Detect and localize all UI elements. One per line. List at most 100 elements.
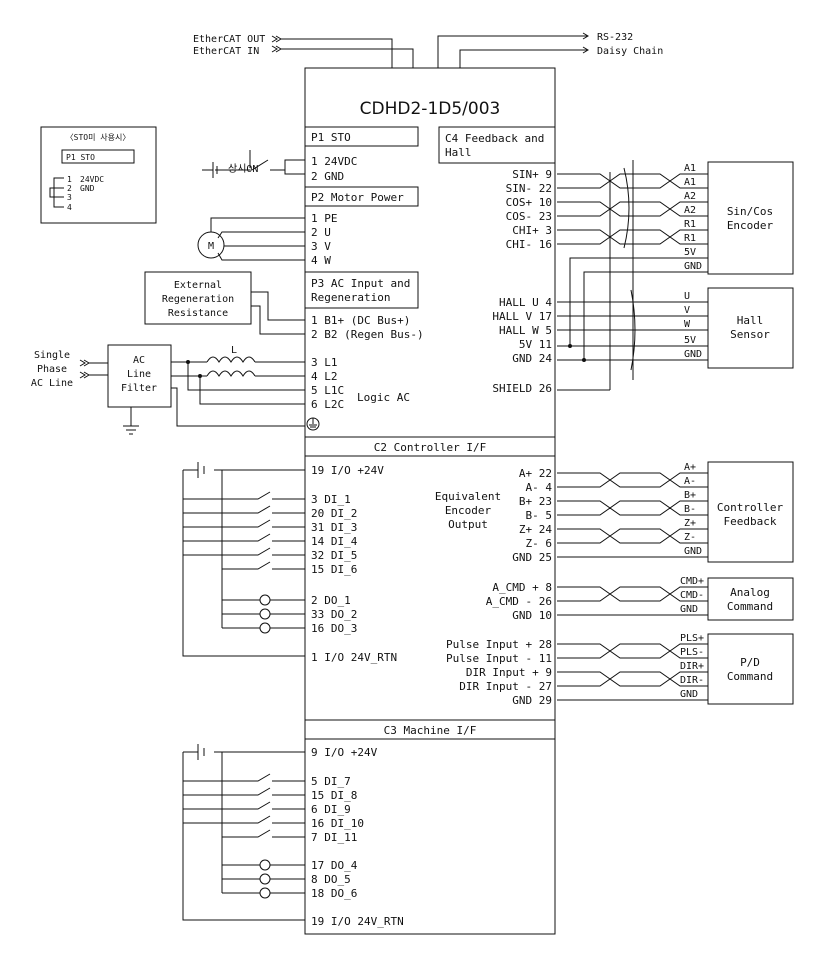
c2-dir-plus: DIR Input + 9: [466, 666, 552, 679]
analog-command-box: [707, 577, 794, 621]
p3-pin6: 6 L2C: [311, 398, 344, 411]
hall-wire-v: V: [684, 305, 690, 316]
c4-header-box: [438, 126, 556, 164]
ac-line-input: [79, 359, 108, 379]
sto-note-pin1: 1: [67, 175, 72, 184]
mains-wires: [187, 361, 305, 405]
analog-wire-cmd-minus: CMD-: [680, 590, 704, 601]
p3-pin3: 3 L1: [311, 356, 338, 369]
ac-filter-l2: Line: [127, 369, 151, 380]
motor-label: M: [208, 241, 214, 252]
c2-do3: 16 DO_3: [311, 622, 357, 635]
rs232-wire: [437, 32, 589, 68]
c3-rtn: 19 I/O 24V_RTN: [311, 915, 404, 928]
pd-wire-gnd: GND: [680, 689, 698, 700]
c2-do1: 2 DO_1: [311, 594, 351, 607]
ctrl-fb-wire-gnd: GND: [684, 546, 702, 557]
c2-enc-z-minus: Z- 6: [526, 537, 553, 550]
junction-dot: [198, 374, 202, 378]
inductor-icon: [206, 356, 256, 377]
rs232-label: RS-232: [597, 32, 633, 43]
p1-battery-icon: [202, 162, 218, 178]
enc-wire-r1b: R1: [684, 233, 696, 244]
c2-di4: 14 DI_4: [311, 535, 358, 548]
pd-command-box: [707, 633, 794, 705]
c2-enc-gnd: GND 25: [512, 551, 552, 564]
p1-switch: [249, 150, 269, 171]
controller-feedback-box: [707, 461, 794, 563]
hall-label-l1: Hall: [737, 314, 764, 327]
junction-dot: [582, 358, 586, 362]
do-lamp-icon: [259, 608, 271, 620]
c2-enc-a-minus: A- 4: [526, 481, 553, 494]
enc-wire-r1: R1: [684, 219, 696, 230]
c3-io-wiring: [182, 744, 305, 921]
pd-wire-pls-minus: PLS-: [680, 647, 704, 658]
sto-note-header-text: P1 STO: [66, 153, 95, 162]
ethercat-out-label: EtherCAT OUT: [193, 34, 265, 45]
c2-io-wiring: [182, 462, 305, 657]
enc-wire-a1b: A1: [684, 177, 696, 188]
analog-wire-cmd-plus: CMD+: [680, 576, 704, 587]
ac-filter-l1: AC: [133, 355, 145, 366]
ac-filter-box: [107, 344, 172, 408]
daisy-chain-label: Daisy Chain: [597, 46, 663, 57]
single-phase-l1: Single: [34, 350, 70, 361]
regen-wires: [251, 291, 305, 335]
sto-note-24vdc: 24VDC: [80, 175, 104, 184]
ext-regen-l1: External: [174, 280, 222, 291]
daisy-chain-wire: [459, 46, 589, 68]
do-lamp-icon: [259, 859, 271, 871]
c3-header-box: [304, 719, 556, 740]
c4-pin-hall-w: HALL W 5: [499, 324, 552, 337]
sto-note-header: [61, 149, 135, 164]
c2-header: C2 Controller I/F: [374, 441, 487, 454]
c4-pin-cos-plus: COS+ 10: [506, 196, 552, 209]
ethercat-out-wire: [271, 35, 393, 68]
drive-body: [304, 67, 556, 935]
p2-pin4: 4 W: [311, 254, 331, 267]
ext-regen-l3: Resistance: [168, 308, 228, 319]
analog-label-l2: Command: [727, 600, 773, 613]
p1-pin1: 1 24VDC: [311, 155, 357, 168]
hall-wire-gnd: GND: [684, 349, 702, 360]
pd-label-l2: Command: [727, 670, 773, 683]
c3-di9: 6 DI_9: [311, 803, 351, 816]
inductor-label: L: [231, 345, 237, 356]
junction-dot: [568, 344, 572, 348]
c2-enc-wiring: [557, 472, 708, 558]
p3-header-box: [304, 271, 419, 309]
p3-header-l1: P3 AC Input and: [311, 277, 410, 290]
c3-do6: 18 DO_6: [311, 887, 357, 900]
c2-enc-a-plus: A+ 22: [519, 467, 552, 480]
equiv-enc-l3: Output: [448, 518, 488, 531]
p3-header-l2: Regeneration: [311, 291, 390, 304]
c3-header: C3 Machine I/F: [384, 724, 477, 737]
single-phase-l2: Phase: [37, 364, 67, 375]
ctrl-fb-label-l2: Feedback: [724, 515, 777, 528]
p2-header: P2 Motor Power: [311, 191, 404, 204]
do-lamp-icon: [259, 622, 271, 634]
enc-wire-a2b: A2: [684, 205, 696, 216]
equiv-enc-l2: Encoder: [445, 504, 492, 517]
logic-ac-label: Logic AC: [357, 391, 410, 404]
c3-di7: 5 DI_7: [311, 775, 351, 788]
ctrl-fb-wire-a-minus: A-: [684, 476, 696, 487]
c2-pulse-minus: Pulse Input - 11: [446, 652, 552, 665]
ethercat-in-label: EtherCAT IN: [193, 46, 259, 57]
c2-analog-gnd: GND 10: [512, 609, 552, 622]
do-lamp-icon: [259, 873, 271, 885]
ctrl-fb-wire-b-plus: B+: [684, 490, 696, 501]
encoder-label-l1: Sin/Cos: [727, 205, 773, 218]
c2-di5: 32 DI_5: [311, 549, 357, 562]
filter-ground-icon: [123, 407, 139, 435]
hall-wire-u: U: [684, 291, 690, 302]
enc-wire-a2: A2: [684, 191, 696, 202]
single-phase-l3: AC Line: [31, 378, 73, 389]
analog-label-l1: Analog: [730, 586, 770, 599]
c2-pd-gnd: GND 29: [512, 694, 552, 707]
pd-wire-pls-plus: PLS+: [680, 633, 704, 644]
pd-wire-dir-minus: DIR-: [680, 675, 704, 686]
p2-header-box: [304, 186, 419, 207]
